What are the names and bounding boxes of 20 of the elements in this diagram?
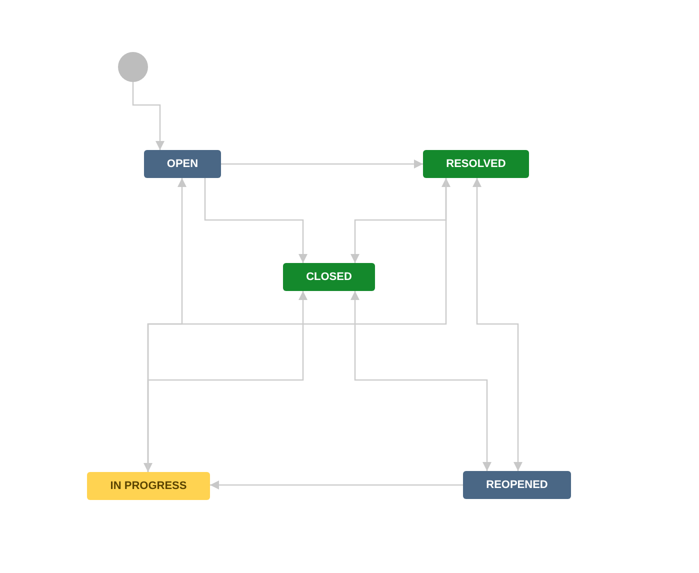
status-label: IN PROGRESS bbox=[110, 480, 187, 492]
status-box bbox=[144, 150, 221, 178]
arrow bbox=[147, 291, 308, 472]
start-circle bbox=[118, 52, 148, 82]
status-box bbox=[423, 150, 529, 178]
status-label: CLOSED bbox=[306, 271, 352, 283]
arrow bbox=[204, 178, 308, 263]
status-box bbox=[463, 471, 571, 499]
arrow bbox=[221, 160, 423, 168]
status-label: OPEN bbox=[166, 158, 198, 170]
arrow bbox=[144, 178, 186, 472]
arrow bbox=[210, 480, 463, 490]
status-box bbox=[283, 263, 375, 291]
status-label: RESOLVED bbox=[446, 158, 506, 170]
status-label: REOPENED bbox=[486, 479, 548, 491]
arrow bbox=[350, 291, 492, 471]
arrow bbox=[350, 178, 447, 263]
arrow bbox=[132, 82, 164, 150]
status-box bbox=[87, 472, 210, 500]
arrow bbox=[472, 178, 522, 471]
